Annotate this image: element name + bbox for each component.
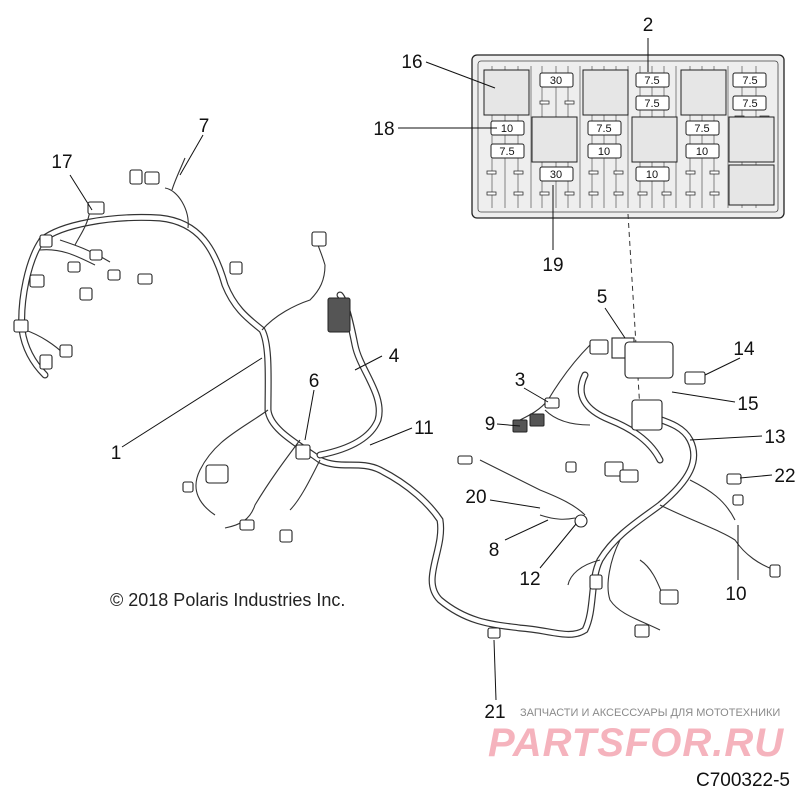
callout-13: 13 bbox=[764, 427, 785, 448]
callout-10: 10 bbox=[725, 584, 746, 605]
callout-12: 12 bbox=[519, 569, 540, 590]
callout-7: 7 bbox=[199, 116, 210, 137]
fuse-f13-label: 10 bbox=[646, 169, 658, 181]
fuse-f2-label: 7.5 bbox=[644, 75, 659, 87]
callout-20: 20 bbox=[465, 487, 486, 508]
callout-3: 3 bbox=[515, 370, 526, 391]
callout-11: 11 bbox=[414, 418, 434, 439]
fuse-f11-label: 10 bbox=[696, 146, 708, 158]
callout-21: 21 bbox=[484, 702, 505, 723]
callout-19: 19 bbox=[542, 255, 563, 276]
callout-5: 5 bbox=[597, 287, 608, 308]
watermark-tagline: ЗАПЧАСТИ И АКСЕССУАРЫ ДЛЯ МОТОТЕХНИКИ bbox=[520, 707, 780, 719]
callout-22: 22 bbox=[774, 466, 795, 487]
callout-numbers: 2 16 18 19 17 7 1 4 6 11 5 14 3 15 9 13 … bbox=[51, 15, 795, 723]
fuse-f6-label: 10 bbox=[501, 123, 513, 135]
callout-8: 8 bbox=[489, 540, 500, 561]
copyright-text: © 2018 Polaris Industries Inc. bbox=[110, 590, 345, 610]
fuse-f12-label: 30 bbox=[550, 169, 562, 181]
fuse-f10-label: 10 bbox=[598, 146, 610, 158]
fuse-f8-label: 7.5 bbox=[596, 123, 611, 135]
fuse-f4-label: 7.5 bbox=[742, 75, 757, 87]
connectors bbox=[13, 169, 781, 639]
callout-14: 14 bbox=[733, 339, 755, 360]
fuse-row: 30 7.5 7.5 7.5 7.5 10 7.5 7.5 7.5 10 10 … bbox=[490, 72, 767, 182]
fuse-box: 30 7.5 7.5 7.5 7.5 10 7.5 7.5 7.5 10 10 … bbox=[471, 54, 785, 219]
callout-6: 6 bbox=[309, 371, 320, 392]
fuse-f7-label: 7.5 bbox=[499, 146, 514, 158]
fuse-f9-label: 7.5 bbox=[694, 123, 709, 135]
fuse-f5-label: 7.5 bbox=[742, 98, 757, 110]
callout-1: 1 bbox=[111, 443, 122, 464]
fuse-f3-label: 7.5 bbox=[644, 98, 659, 110]
callout-16: 16 bbox=[401, 52, 422, 73]
callout-15: 15 bbox=[737, 394, 758, 415]
callout-9: 9 bbox=[485, 414, 496, 435]
fuse-f1-label: 30 bbox=[550, 75, 562, 87]
part-code: C700322-5 bbox=[696, 770, 790, 791]
leader-lines bbox=[69, 38, 773, 701]
watermark-logo: PARTSFOR.RU bbox=[488, 721, 784, 765]
callout-2: 2 bbox=[643, 15, 654, 36]
dashed-assembly-line bbox=[627, 213, 641, 411]
callout-4: 4 bbox=[389, 346, 400, 367]
callout-18: 18 bbox=[373, 119, 394, 140]
callout-17: 17 bbox=[51, 152, 72, 173]
main-harness bbox=[18, 157, 776, 638]
